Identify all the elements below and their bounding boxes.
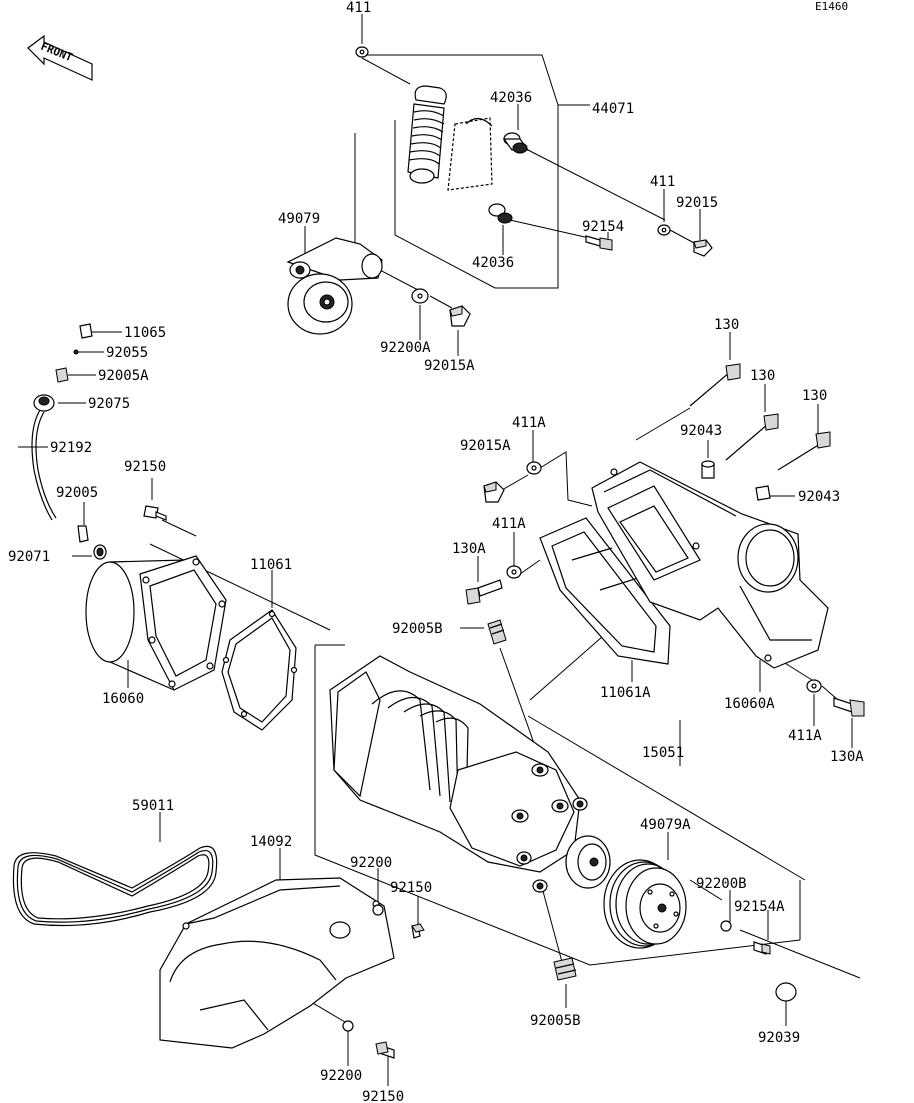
washer-411-part [355, 46, 369, 58]
part-labels: 411 42036 44071 411 92015 49079 92154 42… [8, 0, 864, 1103]
cap-11065-part [79, 323, 93, 339]
nut-92015A-part [449, 305, 471, 327]
label-16060: 16060 [102, 691, 144, 707]
cover-14092-part [159, 877, 395, 1049]
label-44071: 44071 [592, 101, 634, 117]
cap-92039-part [775, 982, 797, 1002]
label-92150-a: 92150 [124, 459, 166, 475]
gasket-11061-part [221, 609, 298, 731]
collar-92043-b-part [755, 485, 771, 501]
label-92150-c: 92150 [362, 1089, 404, 1103]
label-16060A: 16060A [724, 696, 775, 712]
nut-92015A-b-part [483, 481, 505, 503]
washer-411A-b-part [506, 565, 522, 579]
grommet-92075-part [33, 394, 55, 412]
label-92154A: 92154A [734, 899, 785, 915]
label-11061: 11061 [250, 557, 292, 573]
damper-bracket-part [447, 117, 493, 191]
label-92043-b: 92043 [798, 489, 840, 505]
bolt-130-b-part [725, 413, 779, 461]
label-92015A: 92015A [424, 358, 475, 374]
label-411A-b: 411A [492, 516, 526, 532]
label-92154: 92154 [582, 219, 624, 235]
clamp-92071-part [93, 544, 107, 560]
label-15051: 15051 [642, 745, 684, 761]
housing-16060-part [85, 555, 227, 691]
housing-16060A-part [591, 461, 829, 669]
label-42036-lower: 42036 [472, 255, 514, 271]
bolt-92150-c-part [375, 1041, 395, 1059]
pulley-49079A-part [603, 859, 687, 949]
washer-411A-c-part [806, 679, 822, 693]
fitting-92005B-b-part [553, 957, 577, 981]
label-92200A: 92200A [380, 340, 431, 356]
part-92055 [73, 349, 79, 355]
label-42036-upper: 42036 [490, 90, 532, 106]
label-130-b: 130 [750, 368, 775, 384]
washer-92200-b-part [342, 1020, 354, 1032]
collar-92043-a-part [701, 460, 715, 479]
hose-92192-part [31, 409, 57, 521]
label-92015A-b: 92015A [460, 438, 511, 454]
bolt-92150-b-part [411, 923, 425, 939]
label-11065: 11065 [124, 325, 166, 341]
fitting-92005-part [77, 525, 89, 543]
label-411A-a: 411A [512, 415, 546, 431]
bolt-92150-a-part [143, 505, 167, 521]
label-59011: 59011 [132, 798, 174, 814]
label-92192: 92192 [50, 440, 92, 456]
label-411-right: 411 [650, 174, 675, 190]
damper-spring-part [407, 85, 447, 184]
belt-59011-part [12, 845, 218, 927]
bolt-92154A-part [753, 941, 771, 955]
label-411-top: 411 [346, 0, 371, 16]
label-92039: 92039 [758, 1030, 800, 1046]
label-92200B: 92200B [696, 876, 747, 892]
label-49079A: 49079A [640, 817, 691, 833]
label-130A-b: 130A [830, 749, 864, 765]
bolt-130-a-part [689, 363, 741, 407]
label-92200-b: 92200 [320, 1068, 362, 1084]
label-92075: 92075 [88, 396, 130, 412]
label-130-a: 130 [714, 317, 739, 333]
label-130-c: 130 [802, 388, 827, 404]
label-92071: 92071 [8, 549, 50, 565]
bolt-92154-part [585, 235, 613, 251]
label-92015: 92015 [676, 195, 718, 211]
collar-42036-upper-part [502, 132, 530, 154]
label-92043-a: 92043 [680, 423, 722, 439]
label-49079: 49079 [278, 211, 320, 227]
fitting-92005B-a-part [487, 619, 507, 645]
label-92150-b: 92150 [390, 880, 432, 896]
label-92005A: 92005A [98, 368, 149, 384]
label-411A-c: 411A [788, 728, 822, 744]
washer-92200-a-part [372, 904, 384, 916]
label-92005B-b: 92005B [530, 1013, 581, 1029]
label-92200-a: 92200 [350, 855, 392, 871]
tensioner-49079-part [286, 237, 383, 335]
washer-92200B-part [720, 920, 732, 932]
label-14092: 14092 [250, 834, 292, 850]
gasket-11061A-part [539, 517, 671, 665]
label-92055: 92055 [106, 345, 148, 361]
washer-411A-a-part [526, 461, 542, 475]
collar-42036-lower-part [488, 203, 513, 224]
nut-92015-part [693, 239, 713, 257]
label-130A-a: 130A [452, 541, 486, 557]
fitting-92005A-part [55, 367, 69, 383]
bolt-130A-b-part [833, 697, 865, 717]
washer-92200A-part [411, 288, 429, 304]
supercharger-15051-part [329, 655, 611, 893]
bolt-130A-a-part [465, 579, 503, 605]
label-11061A: 11061A [600, 685, 651, 701]
diagram-code: E1460 [815, 0, 848, 13]
front-arrow-icon: FRONT [27, 34, 93, 81]
label-92005B-a: 92005B [392, 621, 443, 637]
bolt-130-c-part [777, 431, 831, 471]
washer-411-right-part [657, 224, 671, 236]
label-92005: 92005 [56, 485, 98, 501]
